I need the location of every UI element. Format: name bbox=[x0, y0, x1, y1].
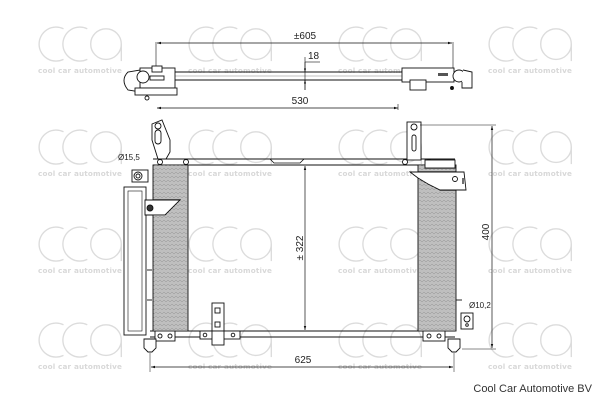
cca-watermark: cool car automotive bbox=[188, 322, 272, 371]
watermark-tagline: cool car automotive bbox=[488, 169, 572, 178]
watermark-tagline: cool car automotive bbox=[38, 266, 122, 275]
front-view bbox=[123, 119, 496, 372]
top-view bbox=[123, 41, 473, 110]
watermark-tagline: cool car automotive bbox=[188, 362, 272, 371]
dimension-overall-height: 400 bbox=[481, 223, 492, 240]
cca-watermark: cool car automotive bbox=[38, 26, 122, 75]
cca-watermark: cool car automotive bbox=[338, 226, 422, 275]
cca-watermark: cool car automotive bbox=[488, 226, 572, 275]
dimension-outlet-diameter: Ø10,2 bbox=[469, 301, 491, 310]
cca-watermark: cool car automotive bbox=[38, 226, 122, 275]
watermark-tagline: cool car automotive bbox=[188, 266, 272, 275]
dimension-depth: 18 bbox=[308, 51, 320, 62]
dimension-core-width: 530 bbox=[292, 96, 309, 107]
cca-watermark: cool car automotive bbox=[338, 26, 422, 75]
cca-watermark: cool car automotive bbox=[338, 322, 422, 371]
cca-watermark: cool car automotive bbox=[188, 26, 272, 75]
dimension-overall-width-bottom: 625 bbox=[295, 355, 312, 366]
cca-watermark: cool car automotive bbox=[38, 129, 122, 178]
watermark-tagline: cool car automotive bbox=[338, 66, 422, 75]
company-footer: Cool Car Automotive BV bbox=[473, 383, 592, 395]
watermark-tagline: cool car automotive bbox=[488, 266, 572, 275]
watermark-tagline: cool car automotive bbox=[188, 66, 272, 75]
watermark-tagline: cool car automotive bbox=[338, 266, 422, 275]
watermark-tagline: cool car automotive bbox=[488, 66, 572, 75]
dimension-inlet-diameter: Ø15,5 bbox=[118, 153, 140, 162]
watermark-tagline: cool car automotive bbox=[38, 169, 122, 178]
cca-watermark: cool car automotive bbox=[488, 26, 572, 75]
cca-watermark: cool car automotive bbox=[188, 226, 272, 275]
watermark-tagline: cool car automotive bbox=[38, 66, 122, 75]
watermark-tagline: cool car automotive bbox=[338, 362, 422, 371]
cca-watermark: cool car automotive bbox=[38, 322, 122, 371]
watermark-tagline: cool car automotive bbox=[338, 169, 422, 178]
watermark-tagline: cool car automotive bbox=[188, 169, 272, 178]
watermark-tagline: cool car automotive bbox=[38, 362, 122, 371]
dimension-overall-width-top: ±605 bbox=[294, 31, 317, 42]
cca-watermark: cool car automotive bbox=[188, 129, 272, 178]
cca-watermark: cool car automotive bbox=[338, 129, 422, 178]
dimension-core-height: ± 322 bbox=[295, 235, 306, 260]
cca-watermark: cool car automotive bbox=[488, 322, 572, 371]
cca-watermark: cool car automotive bbox=[488, 129, 572, 178]
watermark-tagline: cool car automotive bbox=[488, 362, 572, 371]
